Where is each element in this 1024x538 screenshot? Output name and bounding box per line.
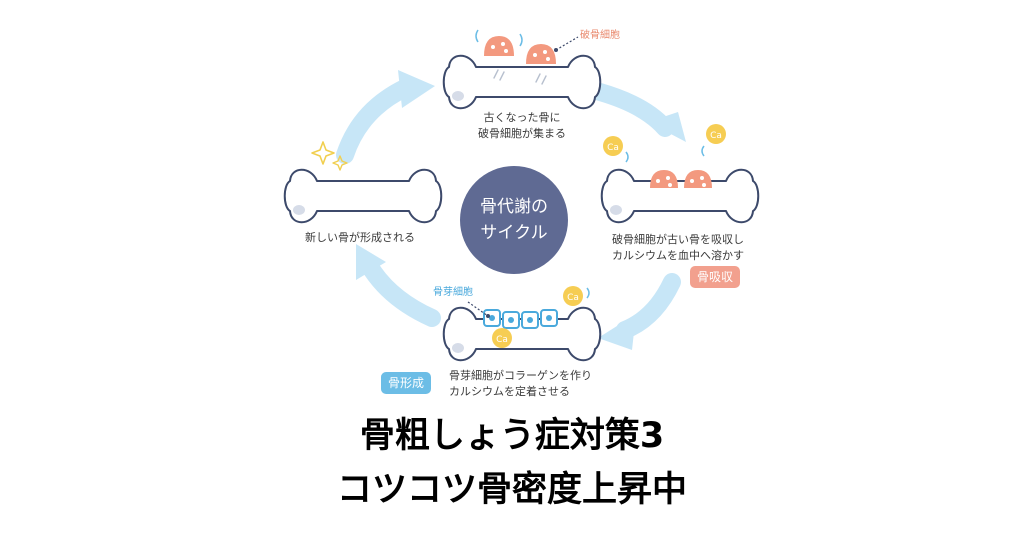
osteoclast-label: 破骨細胞 [580, 30, 620, 41]
osteoblast-pointer-line [467, 301, 489, 317]
stage-left-caption: 新しい骨が形成される [305, 231, 415, 244]
calcium-icon: Ca Ca [603, 124, 726, 163]
stage-top-caption: 古くなった骨に 破骨細胞が集まる [478, 111, 566, 140]
arrow-bottom-to-left [363, 261, 441, 327]
arrow-top-to-right-head [648, 112, 686, 142]
bone-right [600, 168, 760, 224]
hub-title-line1: 骨代謝の [480, 197, 548, 217]
sparkle-icon [311, 141, 348, 171]
old-bone-marks [493, 69, 547, 85]
cycle-arrows [336, 70, 686, 350]
bone-left [283, 168, 443, 224]
calcium-label: Ca [496, 335, 508, 345]
osteoclast-icon [650, 170, 712, 188]
headline-line1: 骨粗しょう症対策3 [359, 416, 665, 456]
bone-formation-badge: 骨形成 [381, 372, 432, 394]
headline-line2: コツコツ骨密度上昇中 [336, 470, 687, 510]
stage-bottom-caption: 骨芽細胞がコラーゲンを作り カルシウムを定着させる [449, 369, 592, 398]
calcium-label: Ca [567, 293, 579, 303]
bone-top [442, 54, 602, 110]
calcium-icon: Ca Ca [492, 286, 590, 348]
arrow-right-to-bottom-head [598, 314, 636, 350]
calcium-label: Ca [710, 131, 722, 141]
cycle-hub: 骨代謝の サイクル [460, 166, 568, 274]
hub-title-line2: サイクル [480, 223, 548, 243]
calcium-label: Ca [607, 143, 619, 153]
arrow-left-to-top [336, 79, 414, 164]
osteoclast-pointer-line [555, 36, 579, 51]
bone-resorption-badge: 骨吸収 [690, 266, 741, 288]
arrow-bottom-to-left-head [356, 244, 386, 280]
osteoclast-icon [475, 29, 556, 64]
osteoblast-label: 骨芽細胞 [433, 287, 473, 298]
stage-right-caption: 破骨細胞が古い骨を吸収し カルシウムを血中へ溶かす [612, 233, 744, 262]
arrow-left-to-top-head [398, 70, 435, 108]
